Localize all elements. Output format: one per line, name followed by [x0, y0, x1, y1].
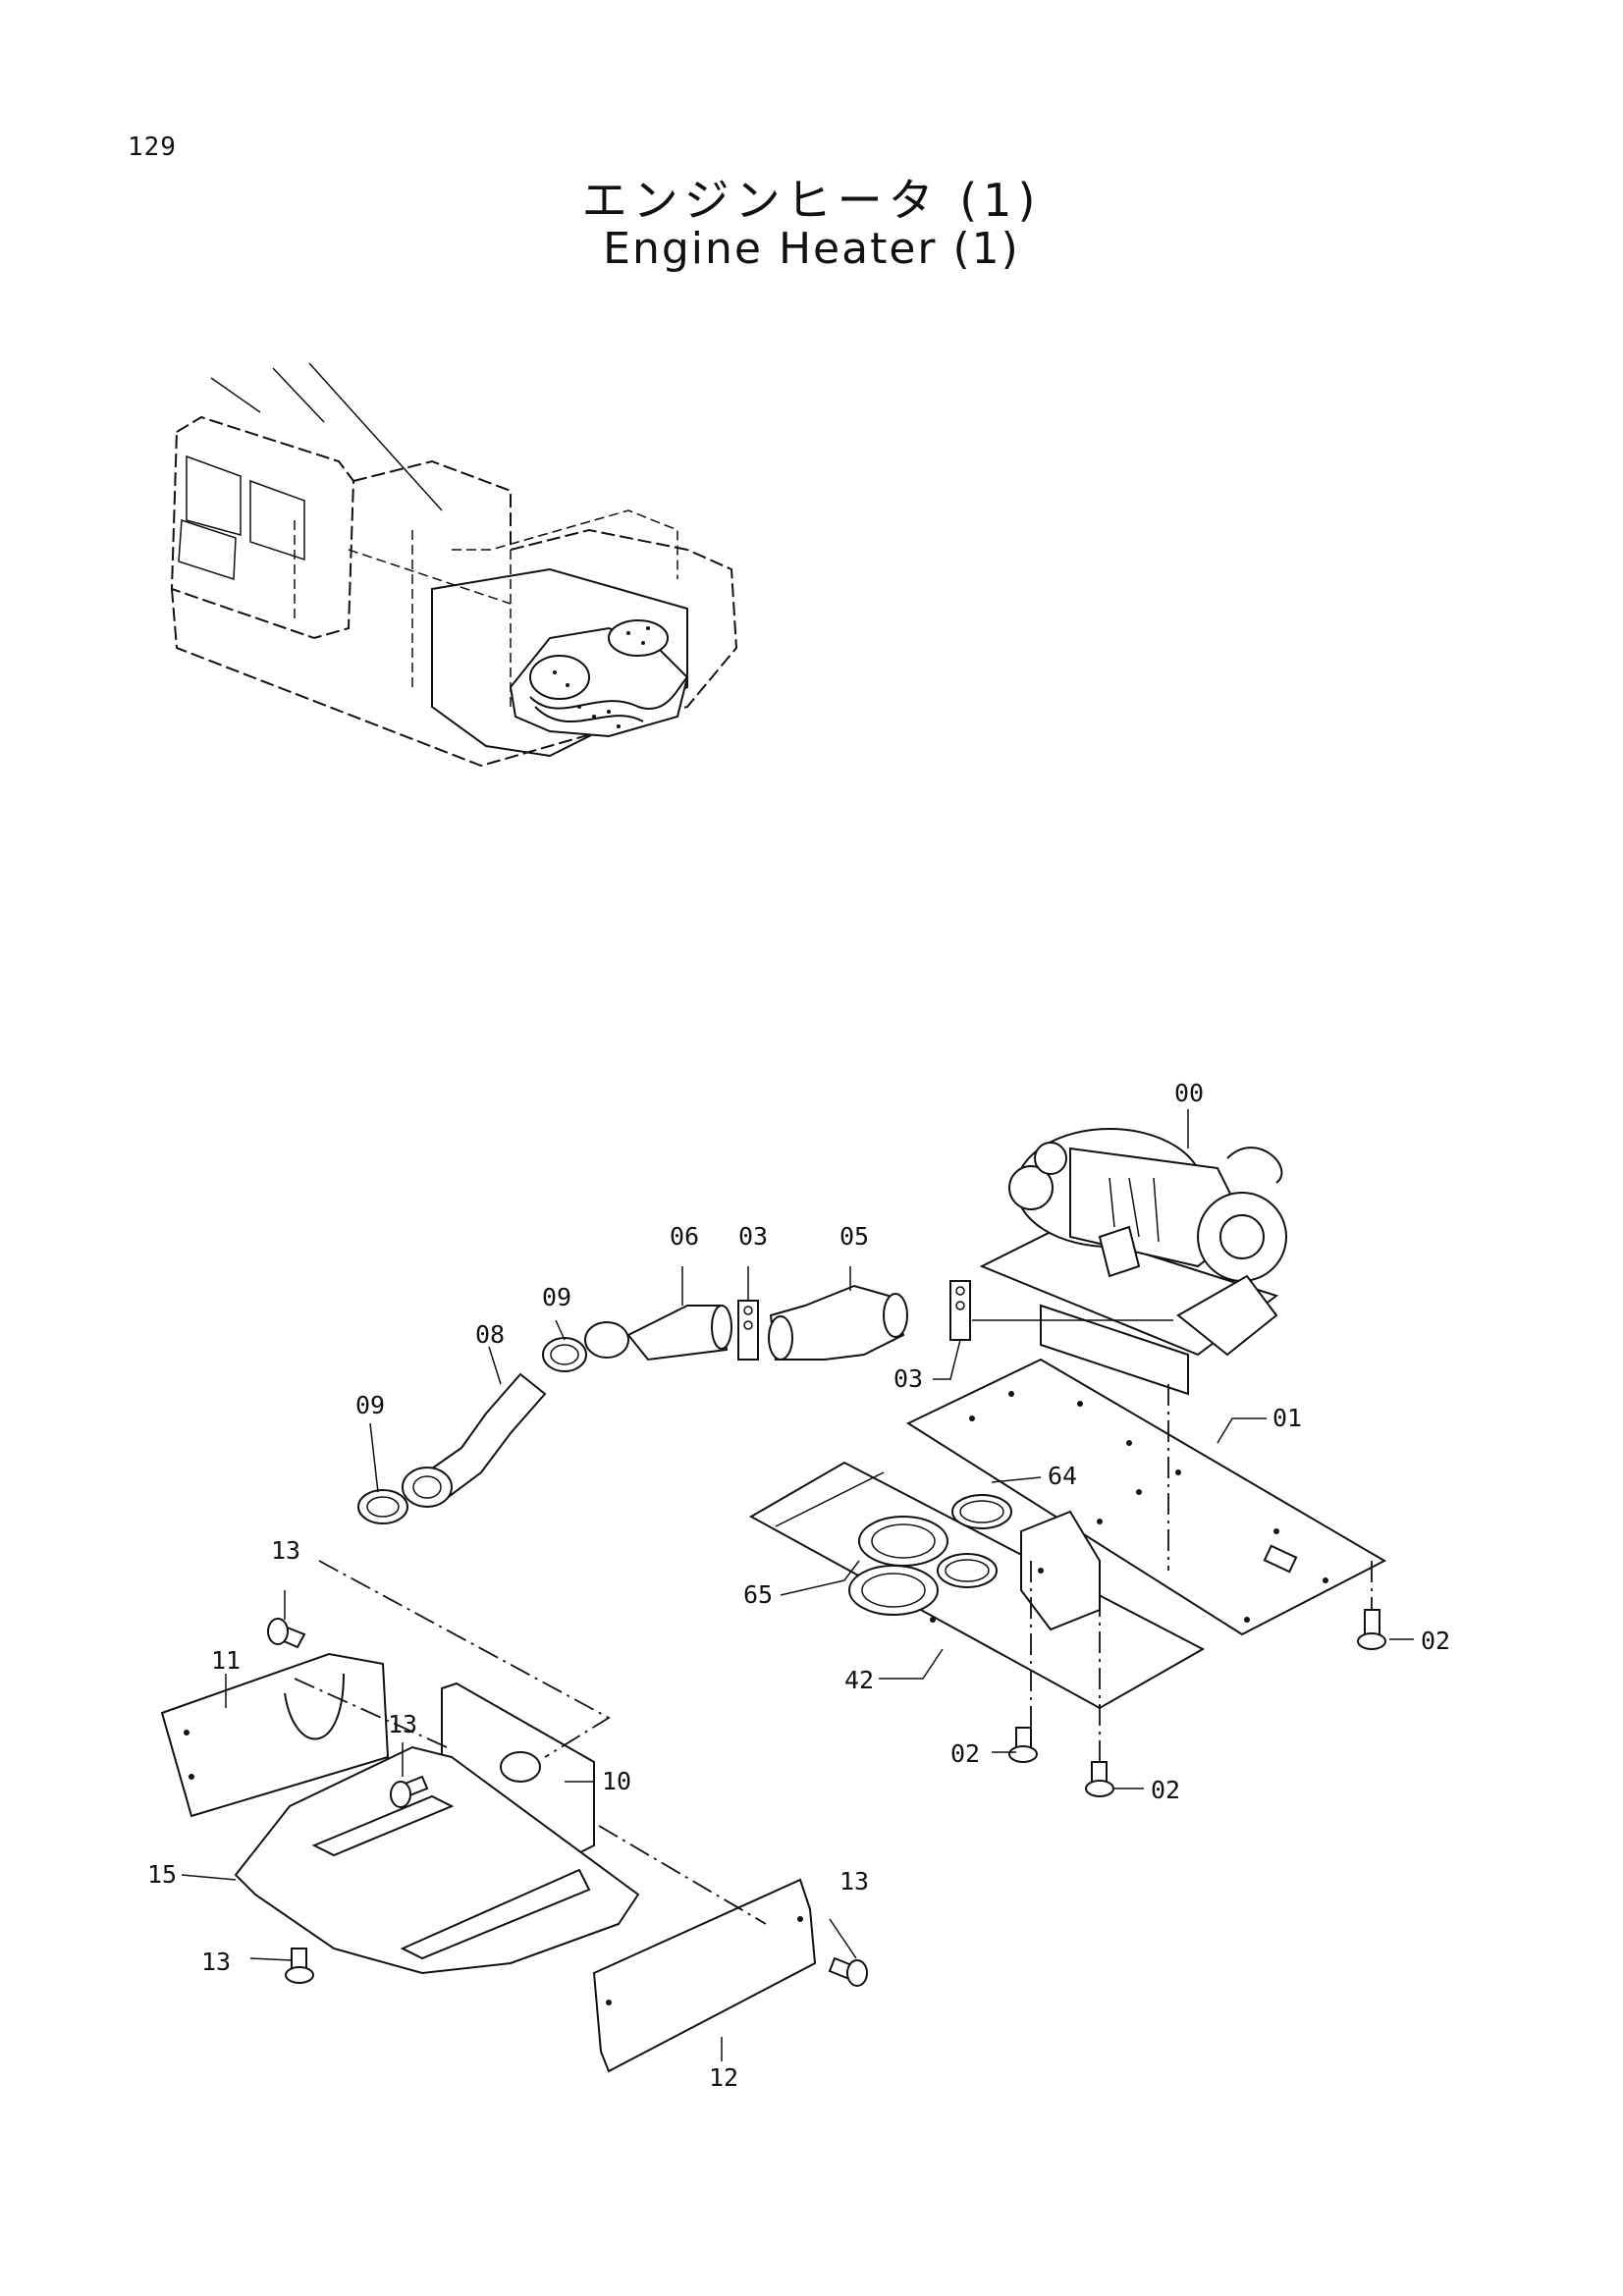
callout-65: 65	[743, 1580, 773, 1609]
callout-09: 09	[355, 1391, 385, 1419]
callout-64: 64	[1048, 1462, 1077, 1490]
callout-13: 13	[201, 1948, 231, 1976]
callout-08: 08	[475, 1320, 505, 1349]
callout-15: 15	[147, 1860, 177, 1889]
callout-03: 03	[738, 1222, 768, 1251]
ducts	[357, 1280, 1173, 1524]
leader-lines	[181, 1109, 1414, 2061]
callout-13: 13	[271, 1536, 300, 1565]
callout-02: 02	[1421, 1627, 1450, 1655]
callout-13: 13	[839, 1867, 869, 1896]
page-number: 129	[128, 133, 177, 162]
callout-06: 06	[670, 1222, 699, 1251]
callout-10: 10	[602, 1767, 631, 1795]
brackets	[160, 1652, 817, 2073]
callout-01: 01	[1272, 1404, 1302, 1432]
bolts	[267, 1609, 1386, 1987]
base-plate	[905, 1358, 1387, 1636]
heater-unit	[979, 1128, 1287, 1396]
excavator-overview	[170, 362, 738, 768]
callout-11: 11	[211, 1646, 241, 1675]
callout-03: 03	[893, 1364, 923, 1393]
callouts: 00 01 02 02 02 03 03 05 06 08 09 09 10 1…	[147, 1079, 1450, 2092]
callout-00: 00	[1174, 1079, 1204, 1107]
callout-13: 13	[388, 1710, 417, 1738]
callout-02: 02	[1151, 1776, 1180, 1804]
reference-lines	[294, 1384, 1373, 1925]
callout-05: 05	[839, 1222, 869, 1251]
callout-02: 02	[950, 1739, 980, 1768]
gaskets	[848, 1494, 1012, 1616]
title-japanese: エンジンヒータ (1)	[581, 174, 1042, 227]
title-english: Engine Heater (1)	[603, 224, 1020, 274]
callout-09: 09	[542, 1283, 571, 1311]
callout-42: 42	[844, 1666, 874, 1694]
callout-12: 12	[709, 2063, 738, 2092]
